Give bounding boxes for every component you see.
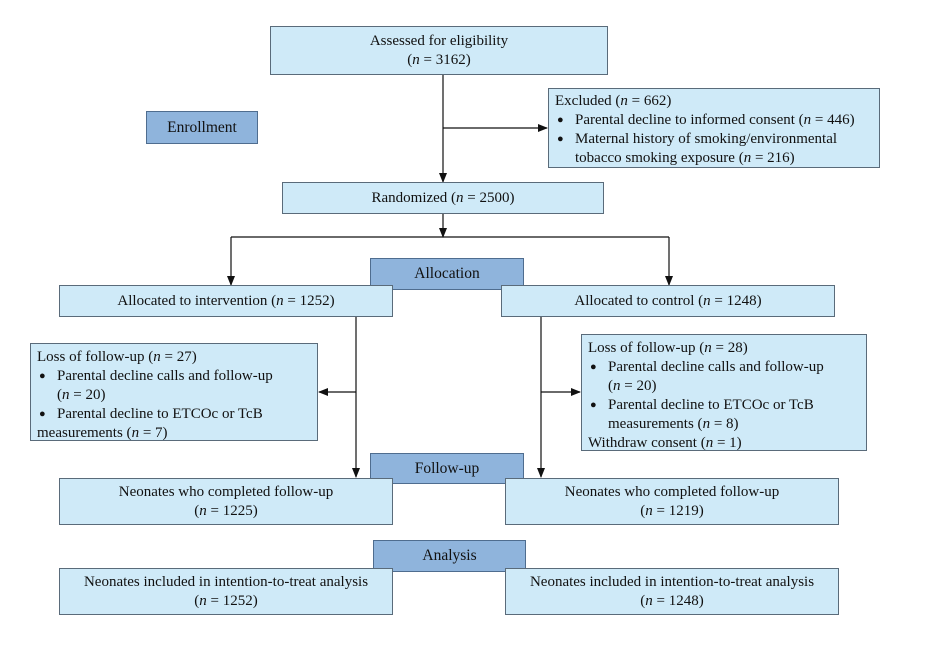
loss-right-title: Loss of follow-up (n = 28) bbox=[588, 340, 748, 356]
loss-left-title: Loss of follow-up (n = 27) bbox=[37, 349, 197, 365]
stage-followup: Follow-up bbox=[370, 453, 524, 484]
analysis-right-box: Neonates included in intention-to-treat … bbox=[505, 568, 839, 615]
eligibility-box: Assessed for eligibility (n = 3162) bbox=[270, 26, 608, 75]
allocated-intervention-box: Allocated to intervention (n = 1252) bbox=[59, 285, 393, 317]
loss-right-list: Parental decline calls and follow-up (n … bbox=[588, 358, 860, 434]
followup-right-box: Neonates who completed follow-up (n = 12… bbox=[505, 478, 839, 525]
excluded-box: Excluded (n = 662) Parental decline to i… bbox=[548, 88, 880, 168]
excluded-item: Maternal history of smoking/environmenta… bbox=[555, 130, 873, 168]
excluded-item: Parental decline to informed consent (n … bbox=[555, 111, 873, 130]
loss-followup-right-box: Loss of follow-up (n = 28) Parental decl… bbox=[581, 334, 867, 451]
allocated-control-box: Allocated to control (n = 1248) bbox=[501, 285, 835, 317]
stage-allocation: Allocation bbox=[370, 258, 524, 290]
loss-left-list: Parental decline calls and follow-up (n … bbox=[37, 367, 311, 424]
loss-right-item: Parental decline calls and follow-up (n … bbox=[588, 358, 860, 396]
stage-analysis: Analysis bbox=[373, 540, 526, 572]
loss-left-measurements: measurements (n = 7) bbox=[37, 425, 168, 441]
eligibility-title: Assessed for eligibility bbox=[369, 33, 509, 49]
loss-followup-left-box: Loss of follow-up (n = 27) Parental decl… bbox=[30, 343, 318, 441]
withdraw-consent: Withdraw consent (n = 1) bbox=[588, 435, 742, 451]
excluded-list: Parental decline to informed consent (n … bbox=[555, 111, 873, 168]
randomized-box: Randomized (n = 2500) bbox=[282, 182, 604, 214]
followup-left-box: Neonates who completed follow-up (n = 12… bbox=[59, 478, 393, 525]
loss-left-item: Parental decline to ETCOc or TcB bbox=[37, 405, 311, 424]
excluded-title: Excluded (n = 662) bbox=[555, 93, 672, 109]
stage-enrollment: Enrollment bbox=[146, 111, 258, 144]
loss-left-item: Parental decline calls and follow-up (n … bbox=[37, 367, 311, 405]
eligibility-count: (n = 3162) bbox=[407, 52, 471, 68]
analysis-left-box: Neonates included in intention-to-treat … bbox=[59, 568, 393, 615]
loss-right-item: Parental decline to ETCOc or TcB measure… bbox=[588, 396, 860, 434]
